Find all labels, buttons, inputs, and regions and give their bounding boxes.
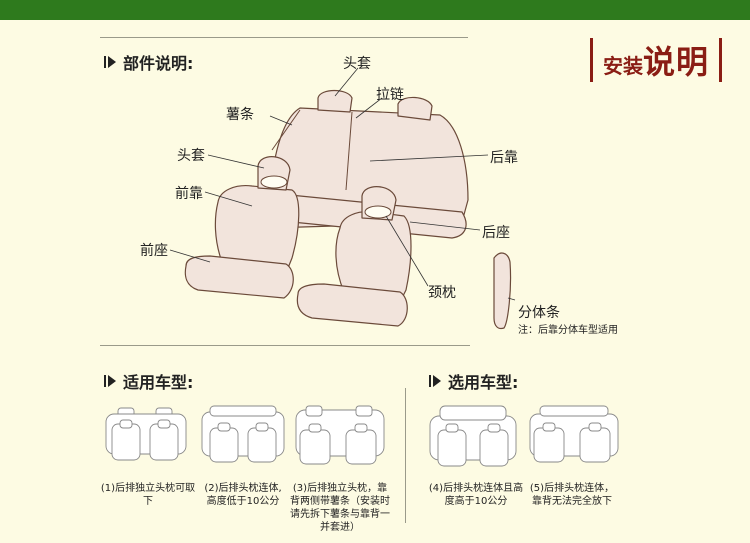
thumb-4-tall-connected-headrests: [429, 405, 517, 467]
neck-pillow-left: [260, 175, 288, 189]
label-headrest-left: 头套: [177, 148, 205, 164]
installation-guide-title: 安装说明: [589, 36, 722, 84]
title-big-text: 说明: [642, 43, 709, 81]
front-left-back: [214, 185, 300, 269]
column-divider: [405, 388, 406, 523]
caption-5: (5)后排头枕连体，靠背无法完全放下: [529, 483, 615, 507]
caption-2: (2)后排头枕连体,高度低于10公分: [204, 483, 282, 507]
split-strip-note: 注：后靠分体车型适用: [518, 325, 618, 336]
thumb-2-low-connected-headrests: [201, 405, 285, 463]
label-front-seat: 前座: [140, 243, 168, 259]
rear-headrest-right: [397, 96, 433, 121]
applicable-section-title: 适用车型:: [103, 369, 193, 393]
optional-title-text: 选用车型:: [448, 373, 519, 392]
front-right-cushion: [296, 283, 408, 327]
front-right-back: [335, 211, 412, 299]
front-left-cushion: [184, 255, 294, 299]
label-rear-back: 后靠: [490, 150, 518, 166]
optional-section-title: 选用车型:: [428, 369, 518, 393]
neck-pillow-right: [364, 205, 392, 219]
parts-title-text: 部件说明:: [123, 54, 194, 73]
caption-3: (3)后排独立头枕，靠背两侧带薯条（安装时请先拆下薯条与靠背一并套进）: [290, 483, 390, 533]
label-neck-pillow: 颈枕: [428, 285, 456, 301]
applicable-title-text: 适用车型:: [123, 373, 194, 392]
rear-headrest-left: [317, 89, 353, 113]
label-zipper: 拉链: [376, 87, 404, 103]
label-strip: 薯条: [226, 107, 254, 123]
play-arrow-icon: [103, 55, 117, 69]
parts-section-title: 部件说明:: [103, 50, 193, 74]
thumb-3-side-strips: [295, 405, 385, 465]
thumb-5-non-folding-back: [529, 405, 619, 463]
label-rear-seat: 后座: [482, 225, 510, 241]
middle-divider: [100, 345, 470, 346]
top-color-bar: [0, 0, 750, 20]
title-right-rule: [719, 38, 722, 82]
caption-4: (4)后排头枕连体且高度高于10公分: [428, 483, 524, 507]
caption-1: (1)后排独立头枕可取下: [100, 483, 196, 507]
play-arrow-icon: [103, 374, 117, 388]
split-strip-shape: [493, 252, 512, 330]
play-arrow-icon: [428, 374, 442, 388]
title-small-text: 安装: [602, 54, 643, 78]
title-left-rule: [589, 38, 593, 82]
label-split-strip: 分体条: [518, 305, 560, 321]
top-divider: [100, 37, 468, 38]
label-front-back: 前靠: [175, 186, 203, 202]
thumb-1-independent-headrests: [105, 407, 187, 461]
label-headrest-top: 头套: [343, 56, 371, 72]
